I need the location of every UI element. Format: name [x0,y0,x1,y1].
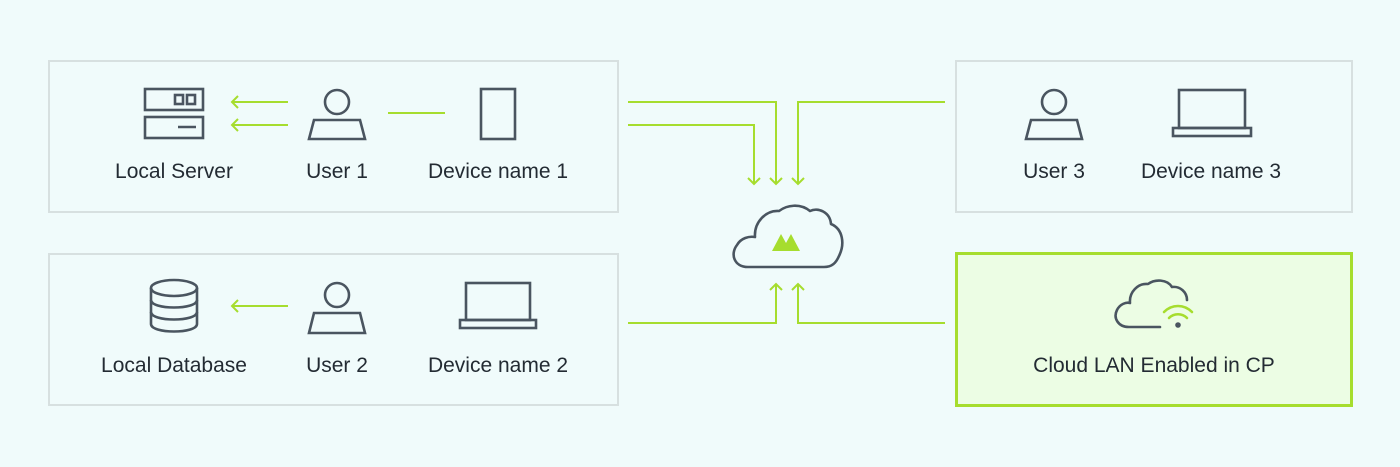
user-icon [1024,88,1084,141]
label-device-name-2: Device name 2 [427,354,569,377]
user-icon [307,88,367,141]
connector-panel4-to-cloud [797,284,945,324]
panel-remote-user [955,60,1353,213]
laptop-icon [1171,88,1253,138]
connector-panel2-to-cloud [628,284,777,324]
user-icon [307,281,367,335]
arrowhead-user2-database [230,299,239,313]
label-local-server: Local Server [115,160,233,183]
label-user-1: User 1 [306,160,368,183]
connector-panel1-bottom-to-cloud [628,124,755,184]
label-device-name-3: Device name 3 [1140,160,1282,183]
arrowhead-user1-server-a [230,95,239,109]
connector-panel3-to-cloud [797,101,945,184]
server-icon [143,87,205,140]
label-local-database: Local Database [101,354,247,377]
connector-panel1-top-to-cloud [628,101,777,184]
panel-local-network-1 [48,60,619,213]
label-cloud-lan: Cloud LAN Enabled in CP [1033,354,1275,377]
panel-cloud-lan [955,252,1353,407]
laptop-icon [458,281,538,330]
database-icon [149,278,199,333]
label-user-2: User 2 [306,354,368,377]
tablet-device-icon [479,87,517,141]
arrowhead-user1-server-b [230,118,239,132]
panel-local-network-2 [48,253,619,406]
label-user-3: User 3 [1023,160,1085,183]
label-device-name-1: Device name 1 [427,160,569,183]
